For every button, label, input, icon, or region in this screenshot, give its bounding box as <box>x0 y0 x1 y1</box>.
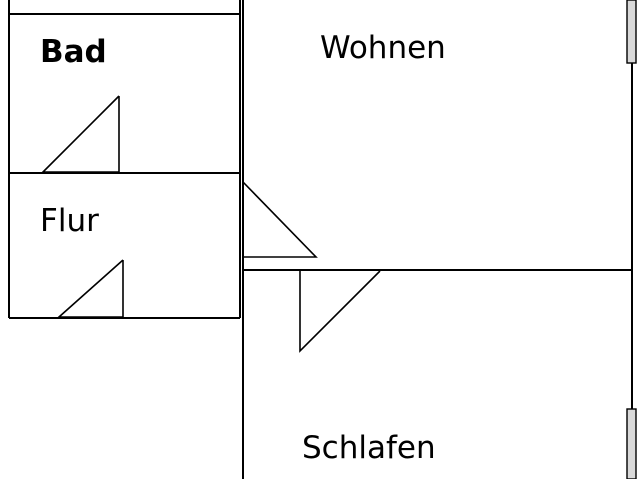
room-label-bad: Bad <box>40 34 107 70</box>
door-bad <box>41 95 120 173</box>
windows <box>626 0 637 479</box>
door-flur <box>56 259 124 318</box>
window-schlafen <box>626 408 637 479</box>
doors <box>41 95 381 353</box>
window-wohnen <box>626 0 637 64</box>
room-label-wohnen: Wohnen <box>320 30 446 66</box>
room-label-flur: Flur <box>40 203 99 239</box>
door-wohnen <box>242 181 318 258</box>
door-schlafen <box>299 270 381 353</box>
room-label-schlafen: Schlafen <box>302 430 436 466</box>
walls <box>8 0 633 479</box>
